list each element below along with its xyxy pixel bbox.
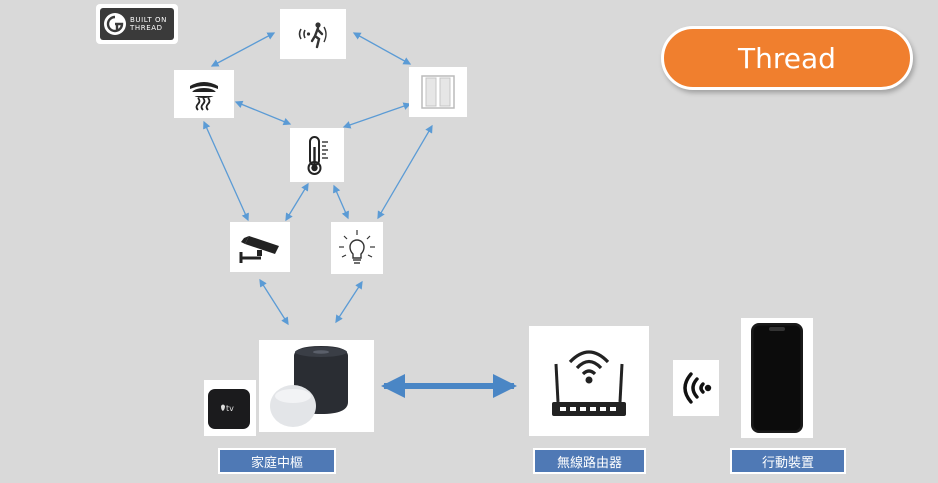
link-blinds-bulb bbox=[377, 124, 433, 220]
wireless-signal-tile bbox=[673, 360, 719, 416]
link-blinds-thermo bbox=[342, 102, 412, 129]
badge-text: BUILT ON THREAD bbox=[130, 16, 167, 32]
thermostat-tile bbox=[290, 128, 344, 182]
router-tile bbox=[529, 326, 649, 436]
apple-tv-icon: tv bbox=[208, 389, 250, 429]
svg-text:tv: tv bbox=[226, 404, 234, 413]
window-blinds-tile bbox=[409, 67, 467, 117]
security-camera-tile bbox=[230, 222, 290, 272]
link-smoke-thermo bbox=[234, 100, 292, 126]
home-hub-label: 家庭中樞 bbox=[218, 448, 336, 474]
link-thermo-bulb bbox=[333, 184, 349, 220]
homepod-mini-icon bbox=[270, 385, 316, 427]
mobile-device-label: 行動裝置 bbox=[730, 448, 846, 474]
smartphone-tile bbox=[741, 318, 813, 438]
link-smoke-camera bbox=[203, 120, 249, 222]
thread-title-pill: Thread bbox=[661, 26, 913, 90]
link-thermo-camera bbox=[285, 182, 309, 222]
window-blinds-icon bbox=[421, 75, 455, 109]
wireless-signal-icon bbox=[683, 372, 712, 404]
motion-sensor-icon bbox=[298, 22, 327, 49]
link-smoke-motion bbox=[210, 32, 276, 67]
home-hub-group: tv bbox=[204, 340, 374, 440]
smoke-detector-icon bbox=[190, 82, 218, 111]
smoke-detector-tile bbox=[174, 70, 234, 118]
link-camera-hub bbox=[259, 278, 289, 326]
security-camera-icon bbox=[239, 236, 279, 263]
link-motion-blinds bbox=[352, 32, 412, 65]
motion-sensor-tile bbox=[280, 9, 346, 59]
link-bulb-hub bbox=[335, 280, 363, 324]
light-bulb-tile bbox=[331, 222, 383, 274]
wireless-router-label: 無線路由器 bbox=[533, 448, 646, 474]
thermostat-icon bbox=[307, 136, 328, 175]
router-icon bbox=[552, 350, 626, 416]
light-bulb-icon bbox=[339, 230, 375, 264]
built-on-thread-badge: BUILT ON THREAD bbox=[96, 4, 178, 44]
smartphone-icon bbox=[751, 323, 803, 433]
thread-logo-icon bbox=[104, 13, 126, 35]
